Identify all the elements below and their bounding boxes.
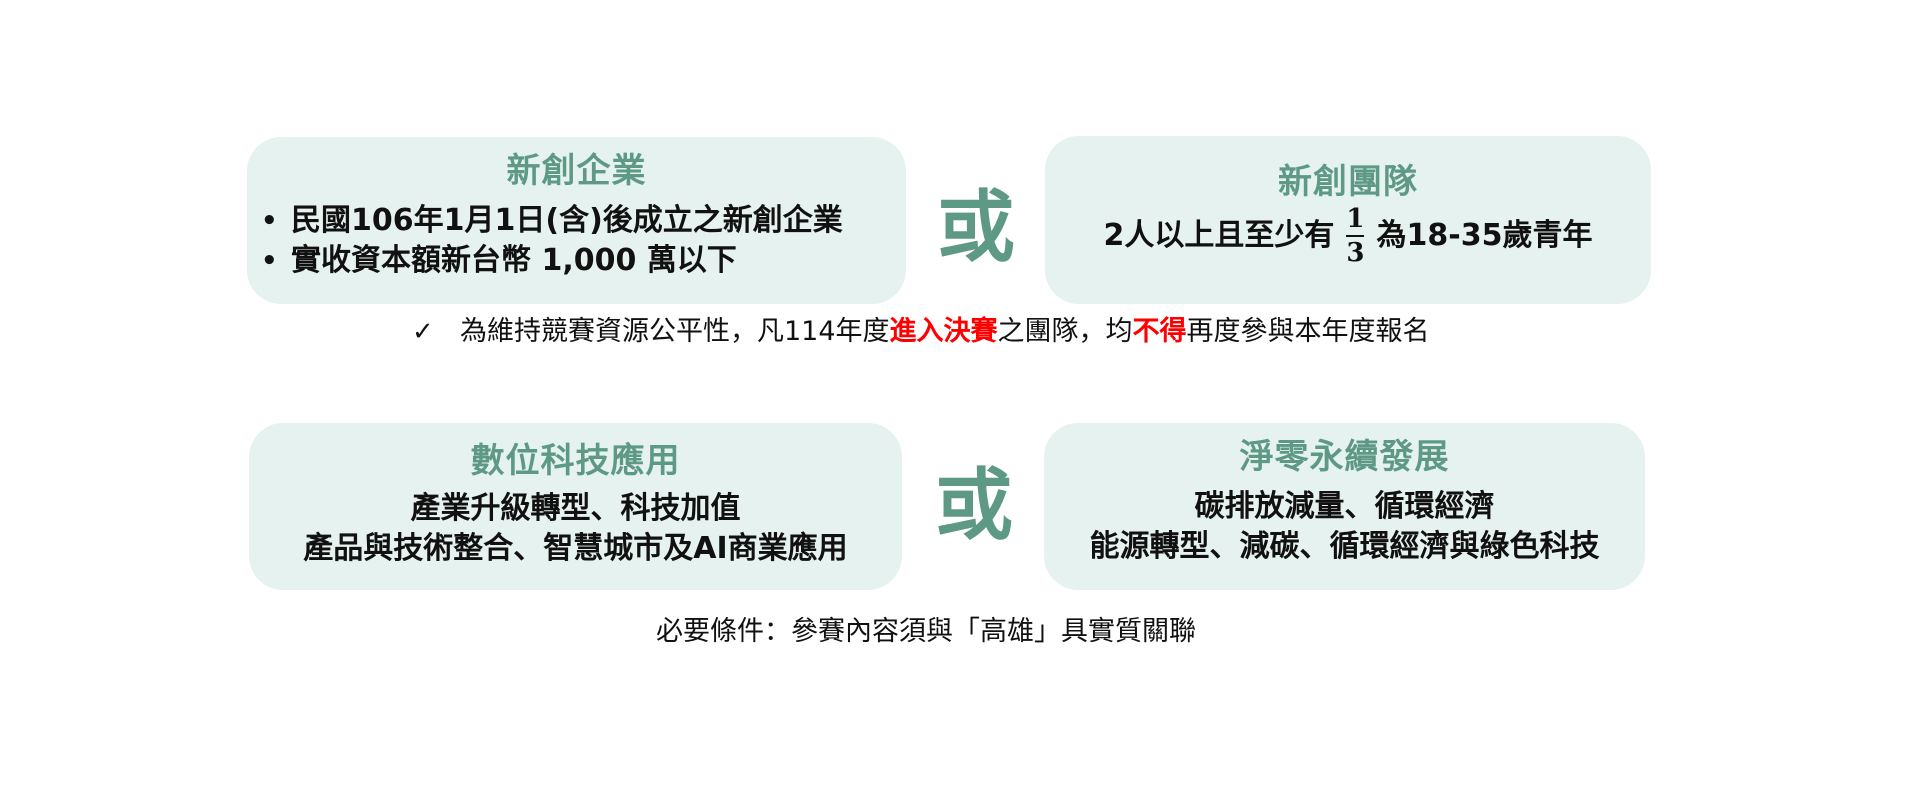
net-zero-title: 淨零永續發展 [1239,437,1450,477]
fraction-bar [1346,235,1365,237]
one-third-fraction: 1 3 [1346,204,1364,268]
bullet-icon: • [261,206,278,236]
notice-highlight-finalists: 進入決賽 [889,316,998,347]
criteria-text: 民國106年1月1日(含)後成立之新創企業 [291,203,843,238]
net-zero-box: 淨零永續發展 碳排放減量、循環經濟 能源轉型、減碳、循環經濟與綠色科技 [1044,423,1645,590]
eligibility-notice: ✓ 為維持競賽資源公平性，凡114年度進入決賽之團隊，均不得再度參與本年度報名 [412,314,1430,350]
startup-team-title: 新創團隊 [1278,162,1418,202]
notice-highlight-not-allowed: 不得 [1132,316,1187,347]
startup-enterprise-title: 新創企業 [506,151,647,191]
criteria-text: 實收資本額新台幣 1,000 萬以下 [291,243,737,278]
check-icon: ✓ [412,317,434,347]
startup-team-criteria: 2人以上且至少有 1 3 為18-35歲青年 [1045,204,1651,268]
digital-tech-topics: 產業升級轉型、科技加值 產品與技術整合、智慧城市及AI商業應用 [249,489,902,569]
fraction-denominator: 3 [1346,238,1365,268]
notice-text-part2: 之團隊，均 [997,316,1133,347]
startup-team-box: 新創團隊 2人以上且至少有 1 3 為18-35歲青年 [1045,136,1651,304]
notice-text-part3: 再度參與本年度報名 [1186,316,1430,347]
criteria-item: • 民國106年1月1日(含)後成立之新創企業 [247,201,906,241]
startup-enterprise-criteria: • 民國106年1月1日(含)後成立之新創企業 • 實收資本額新台幣 1,000… [247,201,906,281]
topic-line: 產業升級轉型、科技加值 [410,491,741,526]
digital-tech-title: 數位科技應用 [470,441,681,481]
topic-line: 碳排放減量、循環經濟 [1194,489,1495,524]
or-separator: 或 [934,461,1013,551]
topic-line: 能源轉型、減碳、循環經濟與綠色科技 [1089,529,1600,564]
topic-line: 產品與技術整合、智慧城市及AI商業應用 [303,531,848,566]
criteria-suffix: 為18-35歲青年 [1376,218,1593,253]
criteria-item: • 實收資本額新台幣 1,000 萬以下 [247,241,906,281]
digital-tech-box: 數位科技應用 產業升級轉型、科技加值 產品與技術整合、智慧城市及AI商業應用 [249,423,902,590]
criteria-prefix: 2人以上且至少有 [1103,218,1335,253]
or-separator: 或 [936,183,1015,273]
startup-enterprise-box: 新創企業 • 民國106年1月1日(含)後成立之新創企業 • 實收資本額新台幣 … [247,137,906,304]
notice-text-part1: 為維持競賽資源公平性，凡114年度 [460,316,890,347]
net-zero-topics: 碳排放減量、循環經濟 能源轉型、減碳、循環經濟與綠色科技 [1044,487,1645,567]
bullet-icon: • [261,246,278,276]
fraction-numerator: 1 [1346,204,1365,234]
requirement-note: 必要條件：參賽內容須與「高雄」具實質關聯 [656,616,1196,647]
